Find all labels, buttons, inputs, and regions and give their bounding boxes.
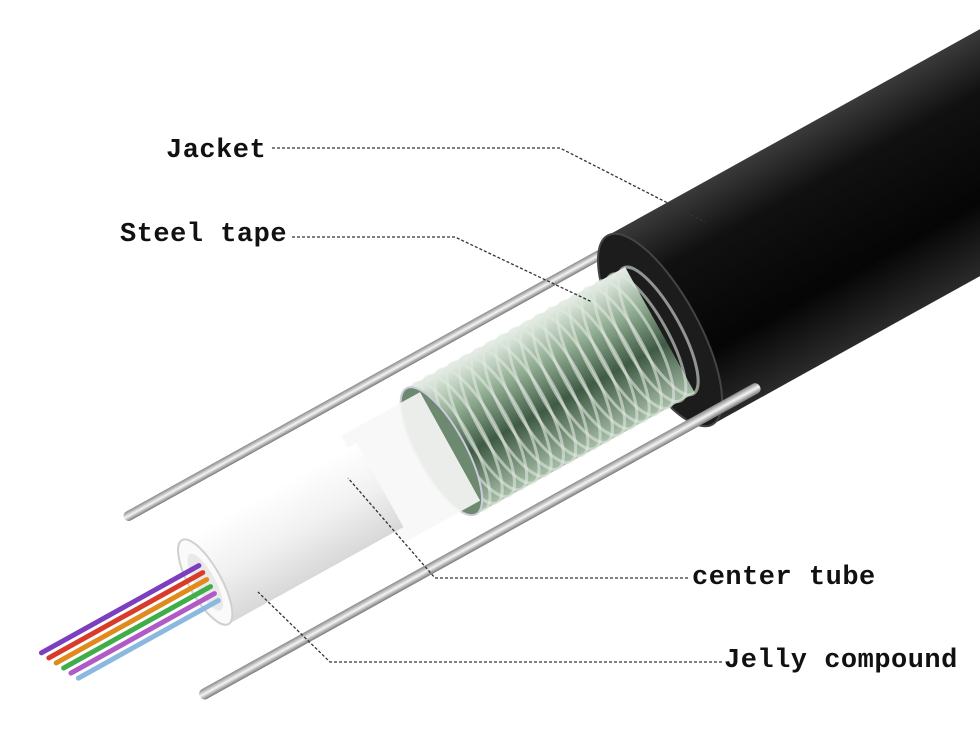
steel-wire-bottom <box>199 383 761 700</box>
steel-tape-leader <box>292 236 593 303</box>
corrugation-ridge <box>543 306 627 438</box>
corrugation-ridge <box>555 299 639 431</box>
optical-fibers <box>38 563 221 681</box>
corrugation-ridge <box>592 279 676 410</box>
corrugation-ridge <box>506 326 590 458</box>
optical-fiber <box>61 584 214 671</box>
corrugation-ridge <box>469 347 553 478</box>
corrugation-ridge <box>482 340 565 471</box>
corrugation-ridge <box>494 333 578 465</box>
corrugation-ridge <box>445 360 529 492</box>
filler <box>341 392 481 545</box>
optical-fiber <box>38 563 202 656</box>
corrugation-ridge <box>457 353 541 485</box>
center-tube <box>181 443 404 625</box>
center-tube-leader <box>347 477 688 579</box>
optical-fiber <box>75 598 221 681</box>
jacket <box>607 0 980 425</box>
label-center-tube: center tube <box>692 563 876 593</box>
corrugation-ridge <box>616 265 700 397</box>
corrugation-ridge <box>531 313 614 444</box>
label-jacket: Jacket <box>166 136 267 166</box>
corrugation-ridge <box>433 367 516 499</box>
corrugation-ridge <box>518 319 602 451</box>
label-jelly-compound: Jelly compound <box>724 646 958 676</box>
label-steel-tape: Steel tape <box>120 220 288 250</box>
corrugation-ridge <box>604 272 688 404</box>
optical-fiber <box>68 591 217 676</box>
steel-tape-corrugation <box>408 265 700 512</box>
corrugation-ridge <box>580 285 663 417</box>
optical-fiber <box>46 570 206 661</box>
jelly-compound-leader <box>257 591 722 663</box>
optical-fiber <box>53 577 210 666</box>
jacket-leader <box>272 147 706 223</box>
steel-wire-top <box>123 224 650 521</box>
